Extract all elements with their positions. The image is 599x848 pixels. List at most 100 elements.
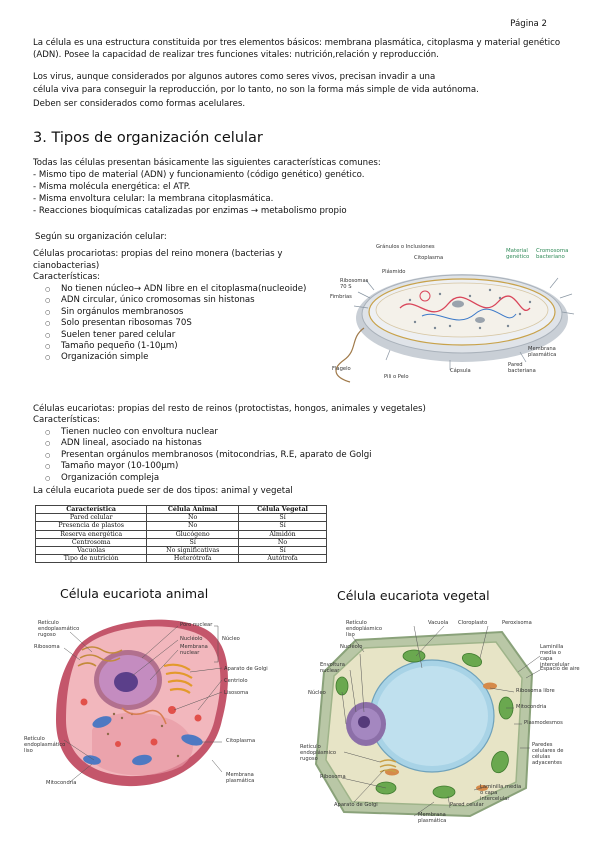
list-item: Organización simple	[33, 352, 306, 364]
eukaryote-char-label: Características:	[33, 415, 100, 425]
bacterium-illustration	[335, 274, 575, 383]
intro-line: La célula es una estructura constituida …	[33, 38, 561, 48]
label-golgi: Aparato de Golgi	[224, 666, 268, 672]
page-number: Página 2	[510, 19, 547, 29]
table-cell: Tipo de nutrición	[34, 554, 148, 564]
eukaryote-types: La célula eucariota puede ser de dos tip…	[33, 486, 293, 496]
label-citoplasma: Citoplasma	[414, 255, 444, 261]
prokaryote-char-label: Características:	[33, 272, 100, 282]
label-reticulo-rugoso: Retículo endoplasmático rugoso	[38, 620, 80, 638]
label-lamina: Laminilla media o capa intercelular	[540, 644, 570, 668]
table-cell: Heterótrofa	[146, 554, 240, 564]
table-row: Reserva energética Glucógeno Almidón	[34, 529, 327, 539]
label-reticulo-rugoso: Retículo endoplásmico rugoso	[300, 744, 337, 762]
table-cell: Presencia de plastos	[34, 521, 148, 531]
plant-figure-title: Célula eucariota vegetal	[337, 588, 490, 603]
table-row: Pared celular No Sí	[34, 513, 327, 523]
list-item: Organización compleja	[33, 473, 372, 485]
table-row: Centrosoma Sí No	[34, 537, 327, 548]
label-ribosoma-libre: Ribosoma libre	[516, 688, 555, 694]
label-capsula: Cápsula	[450, 368, 471, 374]
table-cell: No	[238, 537, 327, 548]
table-cell: Almidón	[238, 529, 327, 539]
label-membrana-nuclear: Membrana nuclear	[180, 644, 208, 656]
label-espacio: Espacio de aire	[540, 666, 580, 672]
table-cell: No	[146, 513, 240, 523]
prokaryote-line: Células procariotas: propias del reino m…	[33, 249, 283, 259]
plant-cell-illustration	[314, 625, 541, 818]
label-golgi: Aparato de Golgi	[334, 802, 378, 808]
label-membrana: Membrana plasmática	[226, 772, 255, 784]
label-mitocondria: Mitocondria	[46, 780, 77, 786]
comparison-table: Característica Célula Animal Célula Vege…	[34, 504, 327, 564]
label-ribosoma: Ribosoma	[320, 774, 346, 780]
label-granulos: Gránulos o Inclusiones	[376, 244, 435, 250]
intro-line: Deben ser considerados como formas acelu…	[33, 99, 246, 109]
common-intro: Todas las células presentan básicamente …	[33, 158, 381, 168]
table-row: Tipo de nutrición Heterótrofa Autótrofa	[34, 554, 327, 564]
section-title: 3. Tipos de organización celular	[33, 130, 263, 146]
table-cell: Sí	[146, 537, 240, 548]
label-lisosoma: Lisosoma	[224, 690, 249, 696]
table-row: Vacuolas No significativas Sí	[34, 546, 327, 556]
list-item: Tienen nucleo con envoltura nuclear	[33, 427, 372, 439]
table-cell: Vacuolas	[34, 546, 148, 556]
intro-line: (ADN). Posee la capacidad de realizar tr…	[33, 50, 439, 60]
label-cromosoma: Cromosoma bacteriano	[536, 248, 569, 261]
prokaryote-list: No tienen núcleo→ ADN libre en el citopl…	[33, 284, 306, 364]
eukaryote-list: Tienen nucleo con envoltura nuclear ADN …	[33, 427, 372, 484]
eukaryote-line: Células eucariotas: propias del resto de…	[33, 404, 426, 414]
common-item: - Reacciones bioquímicas catalizadas por…	[33, 206, 347, 216]
label-reticulo-liso: Retículo endoplasmático liso	[24, 736, 66, 754]
list-item: Presentan orgánulos membranosos (mitocon…	[33, 450, 372, 462]
table-cell: Autótrofa	[238, 554, 327, 564]
label-material-genetico: Material genético	[506, 248, 530, 261]
list-item: Tamaño mayor (10-100µm)	[33, 461, 372, 473]
label-cloroplasto: Cloroplasto	[458, 620, 488, 626]
table-cell: Glucógeno	[146, 529, 240, 539]
label-paredes: Paredes celulares de células adyacentes	[532, 742, 564, 766]
table-header: Célula Animal	[146, 504, 240, 515]
table-row: Presencia de plastos No Sí	[34, 521, 327, 531]
table-cell: Reserva energética	[34, 529, 148, 539]
list-item: Sin orgánulos membranosos	[33, 307, 306, 319]
label-nucleo: Núcleo	[222, 636, 240, 642]
list-item: ADN circular, único cromosomas sin histo…	[33, 295, 306, 307]
label-nucleolo: Nucléolo	[340, 644, 363, 650]
label-pared: Pared bacteriana	[508, 362, 536, 374]
label-peroxisoma: Peroxisoma	[502, 620, 532, 626]
list-item: Tamaño pequeño (1-10µm)	[33, 341, 306, 353]
label-pared: Pared celular	[450, 802, 484, 808]
label-citoplasma: Citoplasma	[226, 738, 256, 744]
label-reticulo-liso: Retículo endoplásmico liso	[346, 620, 383, 638]
label-nucleo: Núcleo	[308, 690, 326, 696]
label-plasmido: Plásmido	[382, 269, 406, 275]
intro-line: Los virus, aunque considerados por algun…	[33, 72, 436, 82]
label-pili: Pili o Pelo	[384, 374, 409, 380]
common-item: - Misma envoltura celular: la membrana c…	[33, 194, 274, 204]
label-mitocondria: Mitocondria	[516, 704, 547, 710]
label-centriolo: Centriolo	[224, 678, 248, 684]
label-ribosoma: Ribosoma	[34, 644, 60, 650]
table-cell: Sí	[238, 513, 327, 523]
table-header: Célula Vegetal	[238, 504, 327, 515]
label-vacuola: Vacuola	[428, 620, 449, 626]
table-header: Característica	[34, 504, 148, 515]
label-membrana: Membrana plasmática	[418, 812, 447, 824]
list-item: Solo presentan ribosomas 70S	[33, 318, 306, 330]
animal-figure-title: Célula eucariota animal	[60, 586, 209, 601]
org-heading: Según su organización celular:	[35, 232, 167, 242]
plant-cell-diagram: Retículo endoplásmico liso Vacuola Cloro…	[294, 612, 580, 830]
animal-cell-diagram: Retículo endoplasmático rugoso Ribosoma …	[22, 610, 284, 800]
label-fimbrias: Fimbrias	[330, 294, 352, 300]
table-cell: No significativas	[146, 546, 240, 556]
table-cell: Sí	[238, 546, 327, 556]
label-ribosomas: Ribosomas 70 S	[340, 278, 369, 290]
label-flagelo: Flagelo	[332, 366, 351, 372]
prokaryote-line: cianobacterias)	[33, 261, 100, 271]
common-item: - Mismo tipo de material (ADN) y funcion…	[33, 170, 365, 180]
table-header-row: Característica Célula Animal Célula Vege…	[34, 504, 327, 515]
list-item: Suelen tener pared celular	[33, 330, 306, 342]
label-plasmodesmo: Plasmodesmos	[524, 720, 563, 726]
label-lamina2: Laminilla media o capa intercelular	[480, 784, 522, 802]
